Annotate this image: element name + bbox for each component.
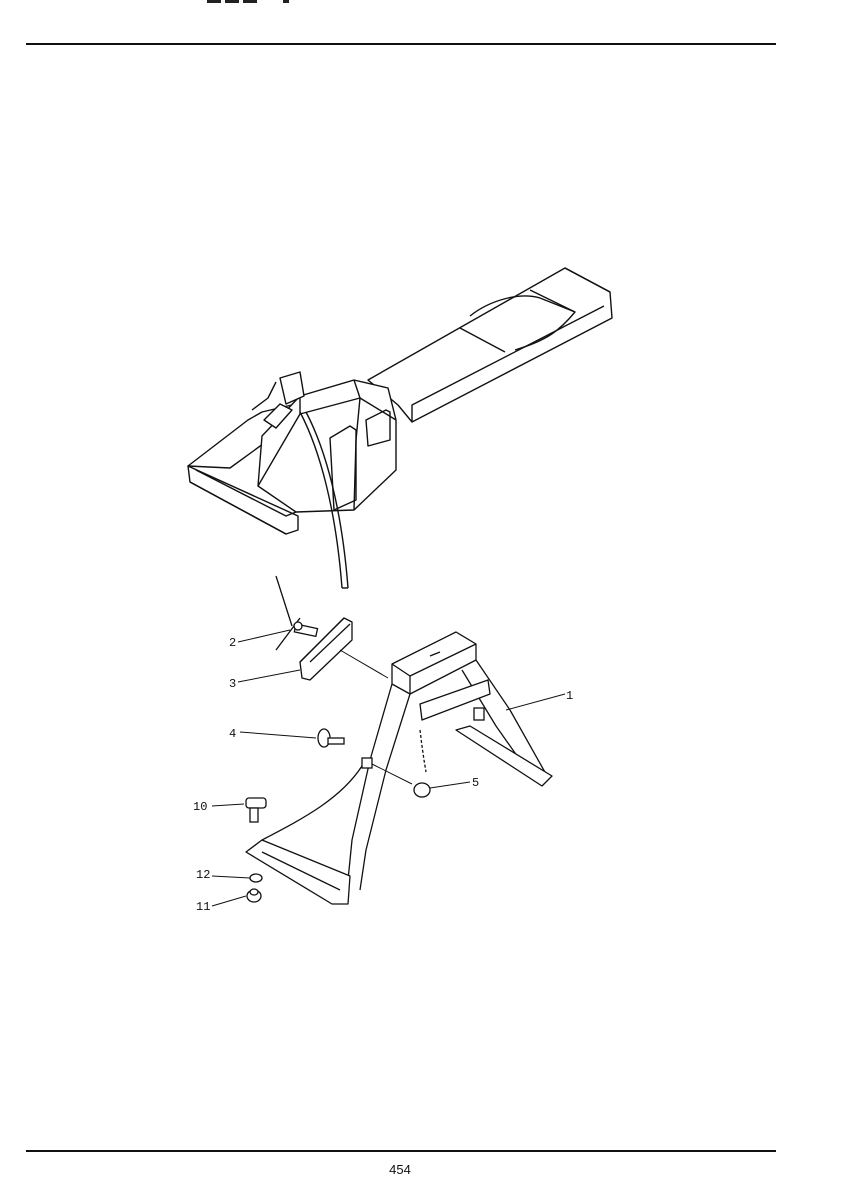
callout-11: 11	[196, 900, 210, 914]
callout-3: 3	[229, 677, 236, 691]
stand-assembly	[245, 617, 553, 905]
callout-4: 4	[229, 727, 236, 741]
bottom-rule	[26, 1150, 776, 1152]
callout-12: 12	[196, 868, 210, 882]
callouts: 1 2 3 4 5 10 11 12	[193, 636, 573, 914]
machine-body	[187, 267, 613, 589]
small-parts	[245, 575, 485, 903]
leader-lines	[211, 629, 566, 907]
page-number: 454	[389, 1162, 411, 1177]
callout-2: 2	[229, 636, 236, 650]
callout-1: 1	[566, 689, 573, 703]
callout-5: 5	[472, 776, 479, 790]
callout-10: 10	[193, 800, 207, 814]
top-rule	[26, 43, 776, 45]
header-fragment	[205, 0, 305, 4]
